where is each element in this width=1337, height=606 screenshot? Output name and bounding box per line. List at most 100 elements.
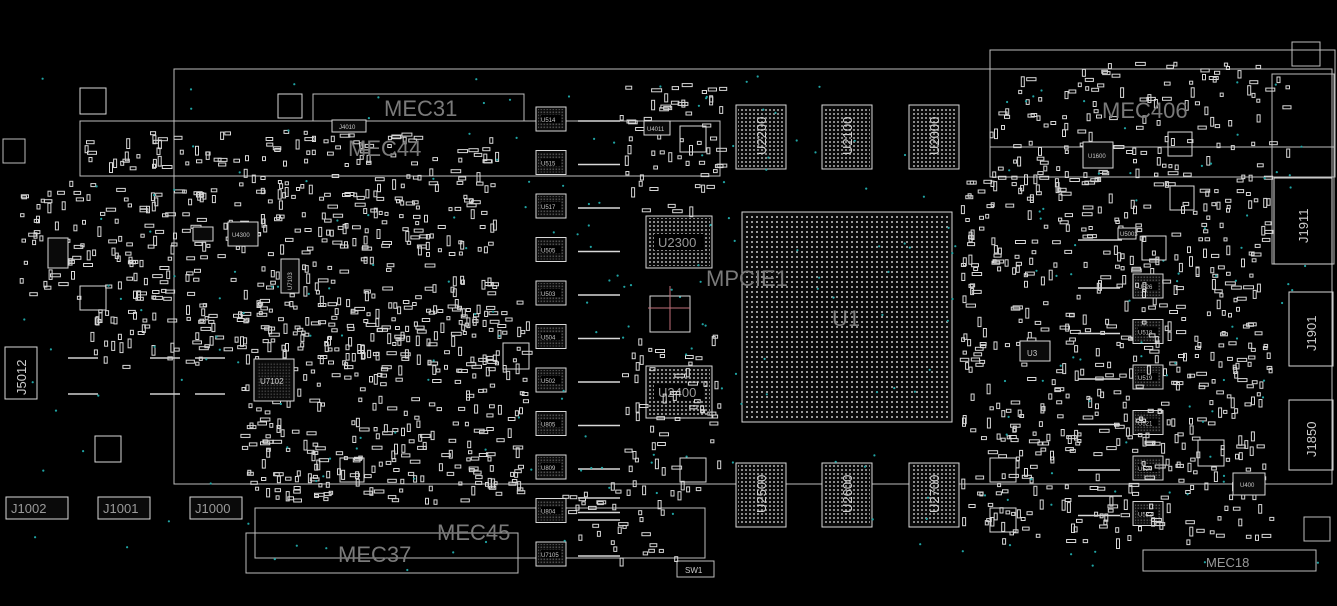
- passive-component: [1016, 509, 1021, 519]
- via: [1236, 133, 1239, 136]
- passive-component: [617, 526, 622, 534]
- passive-component: [1081, 212, 1093, 217]
- passive-component: [1216, 142, 1221, 149]
- passive-component: [1069, 337, 1076, 342]
- passive-component: [689, 206, 694, 218]
- passive-component: [706, 184, 715, 189]
- passive-component: [388, 302, 393, 309]
- passive-component: [152, 163, 156, 169]
- memory-chip-u2700[interactable]: U2700: [908, 462, 960, 528]
- vrm-chip-u517[interactable]: U517: [535, 193, 620, 219]
- passive-component: [199, 318, 204, 323]
- passive-component: [495, 350, 500, 356]
- vrm-chip-u804[interactable]: U804: [535, 498, 620, 523]
- passive-component: [1105, 318, 1110, 325]
- passive-component: [309, 477, 320, 482]
- vrm-chip-u515[interactable]: U515: [535, 150, 620, 175]
- passive-component: [1043, 224, 1049, 229]
- passive-component: [501, 311, 508, 316]
- via: [336, 219, 339, 222]
- passive-component: [1157, 147, 1162, 154]
- passive-component: [429, 233, 434, 239]
- passive-component: [454, 206, 462, 211]
- memory-chip-u2200[interactable]: U2200: [735, 104, 787, 170]
- connector-j1901[interactable]: J1901: [1288, 291, 1334, 367]
- passive-component: [412, 175, 419, 180]
- passive-component: [979, 342, 987, 346]
- passive-component: [670, 490, 675, 497]
- passive-component: [1160, 495, 1169, 500]
- via: [887, 270, 890, 273]
- passive-component: [250, 480, 258, 485]
- vrm-chip-u526[interactable]: U526: [1078, 273, 1164, 299]
- passive-component: [186, 271, 194, 276]
- via: [287, 129, 290, 132]
- passive-component: [437, 248, 442, 253]
- memory-chip-u2000[interactable]: U2000: [908, 104, 960, 170]
- via: [325, 547, 328, 550]
- bga-u2300[interactable]: U2300: [645, 215, 713, 269]
- passive-component: [1053, 262, 1058, 268]
- passive-component: [292, 331, 298, 336]
- via: [767, 156, 770, 159]
- passive-component: [54, 221, 59, 231]
- passive-component: [1054, 178, 1059, 188]
- passive-component: [284, 301, 290, 306]
- passive-component: [638, 338, 643, 346]
- passive-component: [159, 280, 169, 285]
- passive-component: [471, 333, 477, 338]
- passive-component: [984, 520, 989, 526]
- vrm-chip-u503[interactable]: U503: [535, 280, 620, 306]
- passive-component: [481, 210, 488, 215]
- passive-component: [1220, 332, 1228, 337]
- label-mec44: MEC44: [348, 136, 421, 161]
- label-u4011: U4011: [647, 127, 665, 133]
- passive-component: [639, 174, 644, 181]
- vrm-chip-u7105[interactable]: U7105: [535, 541, 620, 567]
- passive-component: [1059, 220, 1069, 225]
- passive-component: [1213, 471, 1218, 482]
- passive-component: [1214, 70, 1221, 75]
- connector-j5012[interactable]: J5012: [4, 346, 38, 400]
- via: [946, 319, 949, 322]
- passive-component: [416, 354, 421, 365]
- connector-j1850[interactable]: J1850: [1288, 399, 1334, 471]
- vrm-chip-u809[interactable]: U809: [535, 454, 620, 480]
- passive-component: [348, 337, 353, 347]
- vrm-chip-u522[interactable]: U522: [1078, 501, 1164, 526]
- passive-component: [1258, 504, 1263, 514]
- passive-component: [997, 166, 1004, 171]
- passive-component: [1017, 156, 1022, 167]
- passive-component: [458, 157, 463, 163]
- passive-component: [1077, 82, 1082, 88]
- vrm-chip-u521[interactable]: U521: [1078, 410, 1164, 435]
- memory-chip-u2600[interactable]: U2600: [821, 462, 873, 528]
- memory-chip-u2100[interactable]: U2100: [821, 104, 873, 170]
- passive-component: [1206, 156, 1211, 166]
- passive-component: [373, 427, 378, 432]
- passive-component: [1082, 539, 1089, 544]
- gpu-u1[interactable]: [741, 211, 953, 423]
- vrm-chip-u502[interactable]: U502: [535, 367, 620, 393]
- passive-component: [476, 172, 481, 183]
- passive-component: [1086, 113, 1091, 122]
- passive-component: [21, 238, 26, 243]
- passive-component: [205, 151, 211, 156]
- passive-component: [201, 308, 206, 317]
- vrm-chip-u519[interactable]: U519: [1078, 364, 1164, 390]
- passive-component: [1069, 329, 1081, 334]
- passive-component: [173, 232, 177, 240]
- passive-component: [1234, 408, 1239, 414]
- vrm-chip-u505[interactable]: U505: [535, 237, 620, 262]
- passive-component: [198, 356, 203, 361]
- vrm-chip-u514[interactable]: U514: [535, 106, 620, 132]
- vrm-chip-u504[interactable]: U504: [535, 324, 620, 349]
- passive-component: [979, 226, 985, 231]
- connector-j1911[interactable]: J1911: [1273, 177, 1333, 265]
- passive-component: [701, 90, 707, 94]
- memory-chip-u2500[interactable]: U2500: [735, 462, 787, 528]
- vrm-chip-u805[interactable]: U805: [535, 411, 620, 436]
- passive-component: [386, 263, 395, 268]
- passive-component: [1097, 206, 1102, 214]
